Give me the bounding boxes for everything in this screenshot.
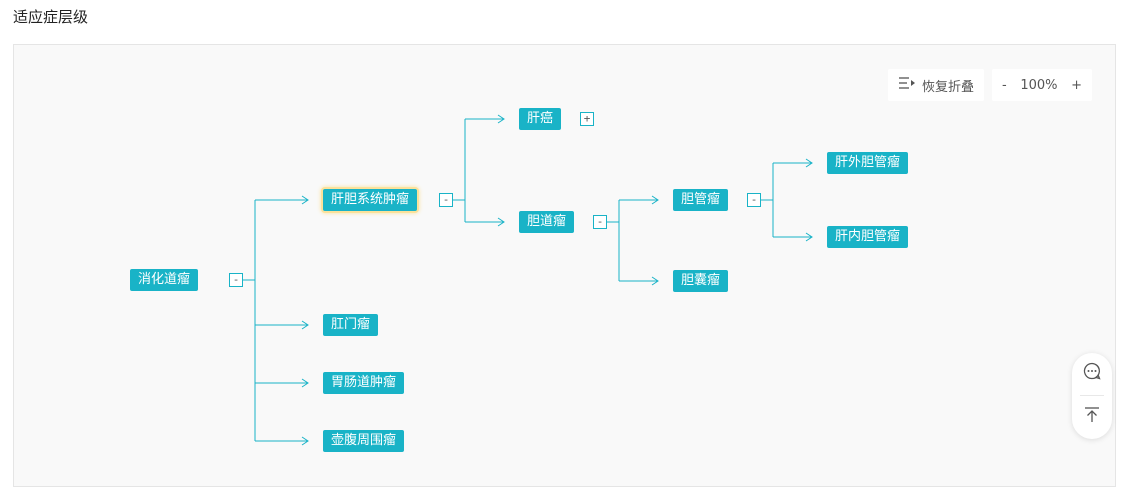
page-title: 适应症层级	[13, 8, 89, 26]
zoom-control: - 100% +	[992, 69, 1092, 101]
collapse-toggle-digestive[interactable]: -	[229, 273, 243, 287]
node-gallbladder-tumor[interactable]: 胆囊瘤	[673, 270, 729, 292]
node-digestive-tumor[interactable]: 消化道瘤	[130, 269, 199, 291]
floating-toolbar	[1072, 353, 1112, 439]
node-hepatobiliary-tumor[interactable]: 肝胆系统肿瘤	[323, 189, 418, 211]
zoom-in-button[interactable]: +	[1071, 77, 1082, 93]
tree-links	[243, 114, 813, 446]
restore-fold-button[interactable]: 恢复折叠	[888, 69, 984, 101]
expand-toggle-liver[interactable]: +	[580, 112, 594, 126]
chat-icon	[1082, 361, 1102, 385]
collapse-toggle-hepatobiliary[interactable]: -	[439, 193, 453, 207]
zoom-level: 100%	[1020, 77, 1058, 93]
restore-fold-label: 恢复折叠	[921, 79, 974, 95]
restore-fold-icon	[898, 76, 916, 94]
toolbar-divider	[1080, 395, 1104, 396]
back-to-top-button[interactable]	[1072, 397, 1112, 437]
node-extrahepatic-bile-duct[interactable]: 肝外胆管瘤	[827, 152, 909, 174]
collapse-toggle-biliary[interactable]: -	[593, 215, 607, 229]
zoom-out-button[interactable]: -	[1002, 77, 1007, 93]
node-gi-tumor[interactable]: 胃肠道肿瘤	[323, 372, 405, 394]
node-anal-tumor[interactable]: 肛门瘤	[323, 314, 379, 336]
mindmap-canvas[interactable]: 消化道瘤 - 肝胆系统肿瘤 - 肝癌 + 胆道瘤 - 胆管瘤 - 肝外胆管瘤 肝…	[13, 44, 1116, 487]
chat-button[interactable]	[1072, 353, 1112, 393]
node-bile-duct-tumor[interactable]: 胆管瘤	[673, 189, 729, 211]
back-to-top-icon	[1083, 406, 1101, 428]
node-periampullary-tumor[interactable]: 壶腹周围瘤	[323, 430, 405, 452]
node-biliary-tumor[interactable]: 胆道瘤	[519, 211, 575, 233]
collapse-toggle-bile-duct[interactable]: -	[747, 193, 761, 207]
node-liver-cancer[interactable]: 肝癌	[519, 108, 562, 130]
node-intrahepatic-bile-duct[interactable]: 肝内胆管瘤	[827, 226, 909, 248]
